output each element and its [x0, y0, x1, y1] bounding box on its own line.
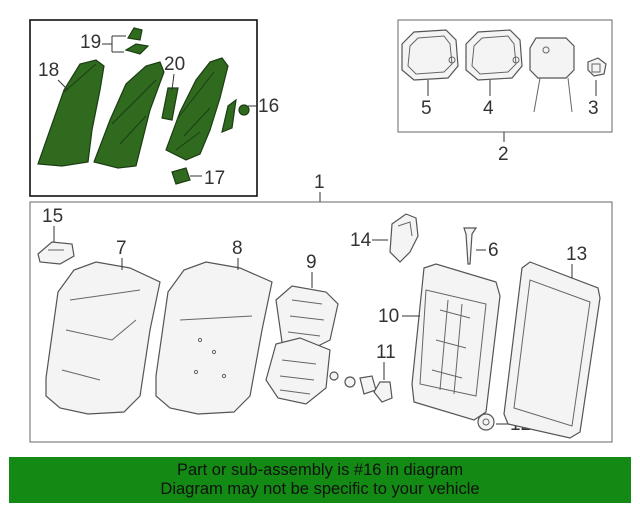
part-16-frame[interactable]	[165, 57, 229, 161]
callout-6: 6	[488, 240, 499, 261]
part-4-headrest[interactable]	[465, 29, 523, 81]
part-7-seatback[interactable]	[45, 261, 161, 415]
part-5-headrest[interactable]	[401, 29, 459, 81]
part-18-cover[interactable]	[37, 59, 105, 167]
leader-19	[102, 35, 126, 53]
callout-8: 8	[232, 238, 243, 259]
part-20-strip[interactable]	[161, 87, 179, 121]
part-18b-panel[interactable]	[93, 61, 165, 169]
part-3-guide[interactable]	[587, 57, 607, 77]
callout-20: 20	[164, 54, 185, 75]
callout-18: 18	[38, 60, 59, 81]
info-banner: Part or sub-assembly is #16 in diagram D…	[9, 457, 631, 503]
callout-2: 2	[498, 144, 509, 165]
callout-16: 16	[258, 96, 279, 117]
part-8-seatback[interactable]	[155, 261, 273, 415]
callout-10: 10	[378, 306, 399, 327]
callout-17: 17	[204, 168, 225, 189]
part-10-frame[interactable]	[411, 263, 501, 421]
part-15-clip[interactable]	[37, 241, 75, 265]
callout-1: 1	[314, 172, 325, 193]
callout-13: 13	[566, 244, 587, 265]
part-12-washer[interactable]	[477, 413, 495, 431]
part-14-bracket[interactable]	[389, 213, 419, 263]
callout-11: 11	[376, 342, 396, 363]
part-6-bolt[interactable]	[463, 227, 478, 265]
callout-5: 5	[421, 98, 432, 119]
leader-18	[57, 79, 69, 91]
banner-line-2: Diagram may not be specific to your vehi…	[160, 480, 480, 498]
main-assembly-frame	[29, 201, 613, 443]
leader-20	[171, 73, 175, 91]
banner-line-1: Part or sub-assembly is #16 in diagram	[176, 461, 464, 479]
part-center-headrest[interactable]	[529, 37, 575, 113]
callout-3: 3	[588, 98, 599, 119]
part-9-heater-mat[interactable]	[265, 285, 339, 405]
callout-7: 7	[116, 238, 127, 259]
part-13-panel[interactable]	[503, 261, 601, 439]
callout-9: 9	[306, 252, 317, 273]
part-17-clip[interactable]	[171, 167, 191, 185]
part-19-clips[interactable]	[124, 27, 150, 55]
headrest-group-frame	[397, 19, 613, 133]
callout-15: 15	[42, 206, 63, 227]
fastener-set[interactable]	[329, 371, 377, 395]
callout-19: 19	[80, 32, 101, 53]
part-16-bracket[interactable]	[221, 98, 250, 133]
callout-4: 4	[483, 98, 494, 119]
callout-14: 14	[350, 230, 372, 251]
part-11-bushing[interactable]	[373, 381, 393, 403]
